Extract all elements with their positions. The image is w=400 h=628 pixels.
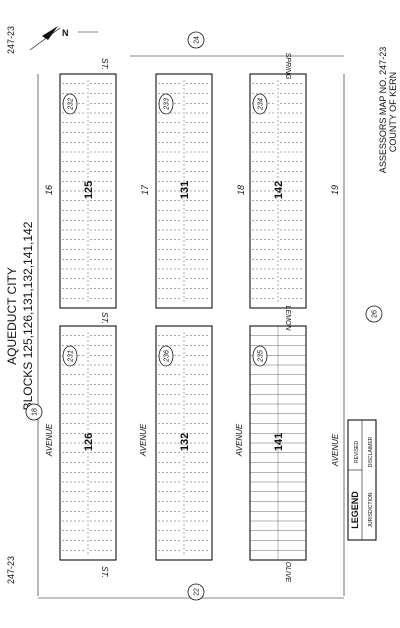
sheet-number-bottom: 247-23 [6, 556, 16, 584]
parcel-232: 232 [68, 98, 75, 111]
legend-disclaimer: DISCLAIMER [368, 436, 374, 467]
parcel-233: 233 [164, 98, 171, 111]
map-ref-26: 26 [372, 310, 379, 318]
avenue-label-1: AVENUE [45, 423, 54, 457]
assessor-county: COUNTY OF KERN [388, 72, 398, 152]
legend-box [347, 419, 377, 541]
street-label-lemon: LEMON [284, 306, 291, 332]
street-label-olive: OLIVE [284, 562, 291, 583]
street-number-16: 16 [44, 185, 54, 195]
parcel-236: 236 [164, 350, 171, 363]
legend-revised: REVISED [354, 441, 360, 463]
street-label-bottom-st: ST. [100, 566, 109, 578]
avenue-label-4: AVENUE [331, 433, 340, 467]
block-number-125: 125 [83, 181, 95, 199]
street-label-top-st: ST. [100, 58, 109, 70]
map-title: AQUEDUCT CITY [5, 267, 19, 365]
block-132 [155, 325, 213, 561]
block-142 [249, 73, 307, 309]
north-arrow-icon [29, 26, 98, 51]
block-125 [59, 73, 117, 309]
sheet-number-top: 247-23 [6, 26, 16, 54]
block-number-131: 131 [179, 181, 191, 199]
parcel-235: 235 [258, 350, 265, 363]
map-ref-18: 18 [32, 408, 39, 416]
legend-jurisdiction: JURISDICTION [368, 492, 374, 527]
avenue-label-2: AVENUE [139, 423, 148, 457]
block-number-132: 132 [179, 433, 191, 451]
parcel-234: 234 [258, 98, 265, 111]
street-number-19: 19 [330, 185, 340, 195]
block-131 [155, 73, 213, 309]
city-blocks [59, 73, 307, 561]
avenue-label-3: AVENUE [235, 423, 244, 457]
block-number-126: 126 [83, 433, 95, 451]
map-ref-24: 24 [194, 36, 201, 44]
block-number-142: 142 [273, 181, 285, 199]
street-label-mid-st: ST. [100, 312, 109, 324]
street-label-spring: SPRING [284, 53, 291, 80]
parcel-231: 231 [68, 350, 75, 363]
block-126 [59, 325, 117, 561]
legend-heading: LEGEND [350, 491, 360, 529]
assessor-map-number: ASSESSORS MAP NO. 247-23 [378, 47, 388, 173]
map-ref-22: 22 [194, 588, 201, 596]
map-blocks: BLOCKS 125,126,131,132,141,142 [21, 221, 35, 410]
street-number-17: 17 [140, 184, 150, 195]
north-label: N [62, 28, 69, 38]
block-number-141: 141 [273, 433, 285, 451]
street-number-18: 18 [236, 185, 246, 195]
